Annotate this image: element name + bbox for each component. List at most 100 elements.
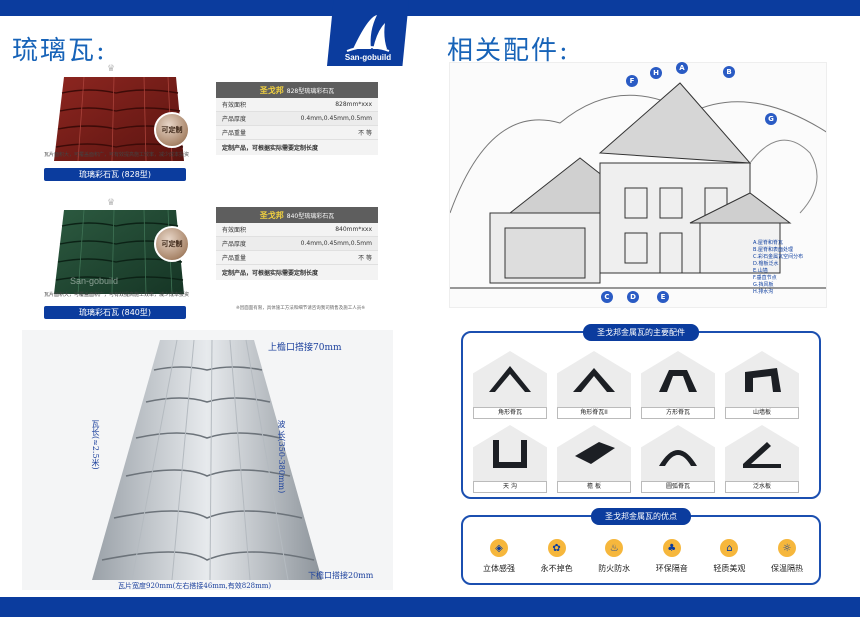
tile-note: 瓦片面积大，可覆盖面积广，可有效提高施工效率，减少成本投资 <box>44 152 190 158</box>
spec-label: 产品重量 <box>222 130 247 137</box>
leaf-icon: ♣ <box>662 539 681 557</box>
metal-tile-photo <box>22 330 393 590</box>
spec-value: 不 等 <box>358 130 372 137</box>
accessory-item: 方形脊瓦 <box>641 351 715 419</box>
spec-table-828: 圣戈邦 828型琉璃彩石瓦 有效面积 828mm*xxx 产品厚度 0.4mm,0.… <box>216 82 378 155</box>
spec-model: 828型琉璃彩石瓦 <box>286 87 335 95</box>
top-bar-right <box>400 0 860 16</box>
fire-icon: ♨ <box>605 539 624 557</box>
spec-label: 产品厚度 <box>222 241 247 248</box>
gutter-icon <box>473 425 547 481</box>
accessory-label: 方形脊瓦 <box>641 407 715 419</box>
advantage-label: 保温隔热 <box>770 564 803 573</box>
dim-wave-length: 波 长(350-380mm) <box>277 420 286 494</box>
advantage-label: 环保隔音 <box>655 564 688 573</box>
customizable-badge: 可定制 <box>154 112 190 148</box>
spec-row: 有效面积 828mm*xxx <box>216 98 378 112</box>
marker-c: C <box>601 291 613 303</box>
advantage-item: ◈ 立体感强 <box>471 539 527 574</box>
dim-tile-length: 瓦长(≈2.5米) <box>91 420 100 470</box>
spec-row: 产品重量 不 等 <box>216 126 378 140</box>
advantage-label: 立体感强 <box>483 564 515 573</box>
square-ridge-icon <box>641 351 715 407</box>
flashing-icon <box>725 425 799 481</box>
crown-icon: ♛ <box>107 64 116 74</box>
dim-top-lap: 上檐口搭接70mm <box>268 343 342 353</box>
spec-label: 有效面积 <box>222 227 247 234</box>
spec-header: 圣戈邦 840型琉璃彩石瓦 <box>216 207 378 223</box>
spec-note: 定制产品，可根据实际需要定制长度 <box>222 145 319 152</box>
legend-item: B.屋脊和表面处理 <box>753 247 794 253</box>
house-drawing-icon <box>450 82 826 289</box>
advantages-title: 圣戈邦金属瓦的优点 <box>591 508 691 525</box>
spec-value: 0.4mm,0.45mm,0.5mm <box>300 240 372 247</box>
advantages-panel: 圣戈邦金属瓦的优点 ◈ 立体感强 ✿ 永不掉色 ♨ 防火防水 ♣ 环保隔音 ⌂ … <box>461 508 821 585</box>
sail-logo-icon <box>346 15 390 52</box>
footnote: ※因面面有限，具体施工方法和细节请咨询我司销售及施工人员※ <box>236 306 366 311</box>
spec-table-840: 圣戈邦 840型琉璃彩石瓦 有效面积 840mm*xxx 产品厚度 0.4mm,0.… <box>216 207 378 280</box>
spec-header: 圣戈邦 828型琉璃彩石瓦 <box>216 82 378 98</box>
legend-item: A.屋脊和脊瓦 <box>753 240 783 246</box>
marker-h: H <box>650 67 662 79</box>
gable-board-icon <box>725 351 799 407</box>
page-title-right: 相关配件: <box>447 36 570 66</box>
tile-caption: 琉璃彩石瓦 (840型) <box>44 306 186 319</box>
top-bar <box>0 0 860 38</box>
spec-row: 有效面积 840mm*xxx <box>216 223 378 237</box>
spec-value: 828mm*xxx <box>335 101 372 108</box>
advantage-label: 永不掉色 <box>540 564 573 573</box>
spec-note: 定制产品，可根据实际需要定制长度 <box>222 270 319 277</box>
accessory-label: 天 沟 <box>473 481 547 493</box>
accessories-panel: 圣戈邦金属瓦的主要配件 角形脊瓦 角形脊瓦II 方形脊瓦 山墙板 天 沟 檐 板 <box>461 324 821 499</box>
dim-tile-width: 瓦片宽度920mm(左右搭接46mm,有效828mm) <box>118 582 272 590</box>
advantage-item: ☼ 保温隔热 <box>759 539 815 574</box>
accessory-label: 角形脊瓦II <box>557 407 631 419</box>
marker-f: F <box>626 75 638 87</box>
eave-board-icon <box>557 425 631 481</box>
spec-label: 有效面积 <box>222 102 247 109</box>
spec-value: 840mm*xxx <box>335 226 372 233</box>
crown-icon: ♛ <box>107 198 116 208</box>
palette-icon: ✿ <box>547 539 566 557</box>
accessory-label: 山墙板 <box>725 407 799 419</box>
accessory-item: 山墙板 <box>725 351 799 419</box>
thermo-icon: ☼ <box>777 539 796 557</box>
angle-ridge-2-icon <box>557 351 631 407</box>
advantage-label: 防火防水 <box>598 564 631 573</box>
marker-b: B <box>723 66 735 78</box>
marker-d: D <box>627 291 639 303</box>
accessory-item: 角形脊瓦 <box>473 351 547 419</box>
spec-label: 产品厚度 <box>222 116 247 123</box>
accessory-item: 天 沟 <box>473 425 547 493</box>
spec-value: 0.4mm,0.45mm,0.5mm <box>300 115 372 122</box>
metal-tile-image <box>92 339 322 581</box>
house-legend: A.屋脊和脊瓦 B.屋脊和表面处理 C.彩石金属瓦空间分布 D.檐板泛水 E.山… <box>753 240 803 296</box>
dim-bottom-lap: 下檐口搭接20mm <box>308 571 374 580</box>
bottom-bar <box>0 597 860 617</box>
spec-row: 产品厚度 0.4mm,0.45mm,0.5mm <box>216 237 378 251</box>
brand-name: San-gobuild <box>344 53 392 62</box>
spec-row: 产品厚度 0.4mm,0.45mm,0.5mm <box>216 112 378 126</box>
accessory-label: 角形脊瓦 <box>473 407 547 419</box>
advantage-item: ♨ 防火防水 <box>586 539 642 574</box>
top-bar-left <box>0 0 360 16</box>
accessory-item: 泛水板 <box>725 425 799 493</box>
spec-row: 产品重量不 等 <box>216 251 378 265</box>
marker-a: A <box>676 62 688 74</box>
marker-g: G <box>765 113 777 125</box>
spec-brand: 圣戈邦 <box>259 210 284 220</box>
angle-ridge-icon <box>473 351 547 407</box>
spec-model: 840型琉璃彩石瓦 <box>286 212 335 220</box>
tile-note: 瓦片面积大，可覆盖面积广，可有效提高施工效率，减少成本投资 <box>44 292 190 298</box>
accessory-item: 角形脊瓦II <box>557 351 631 419</box>
accessory-label: 檐 板 <box>557 481 631 493</box>
tile-watermark: San-gobuild <box>70 276 118 286</box>
accessory-item: 圆弧脊瓦 <box>641 425 715 493</box>
accessories-title: 圣戈邦金属瓦的主要配件 <box>583 324 699 341</box>
tile-caption: 琉璃彩石瓦 (828型) <box>44 168 186 181</box>
advantage-item: ⌂ 轻质美观 <box>701 539 757 574</box>
advantage-item: ♣ 环保隔音 <box>644 539 700 574</box>
legend-item: G.挡风板 <box>753 282 774 288</box>
accessory-item: 檐 板 <box>557 425 631 493</box>
page-title-left: 琉璃瓦: <box>12 36 107 66</box>
